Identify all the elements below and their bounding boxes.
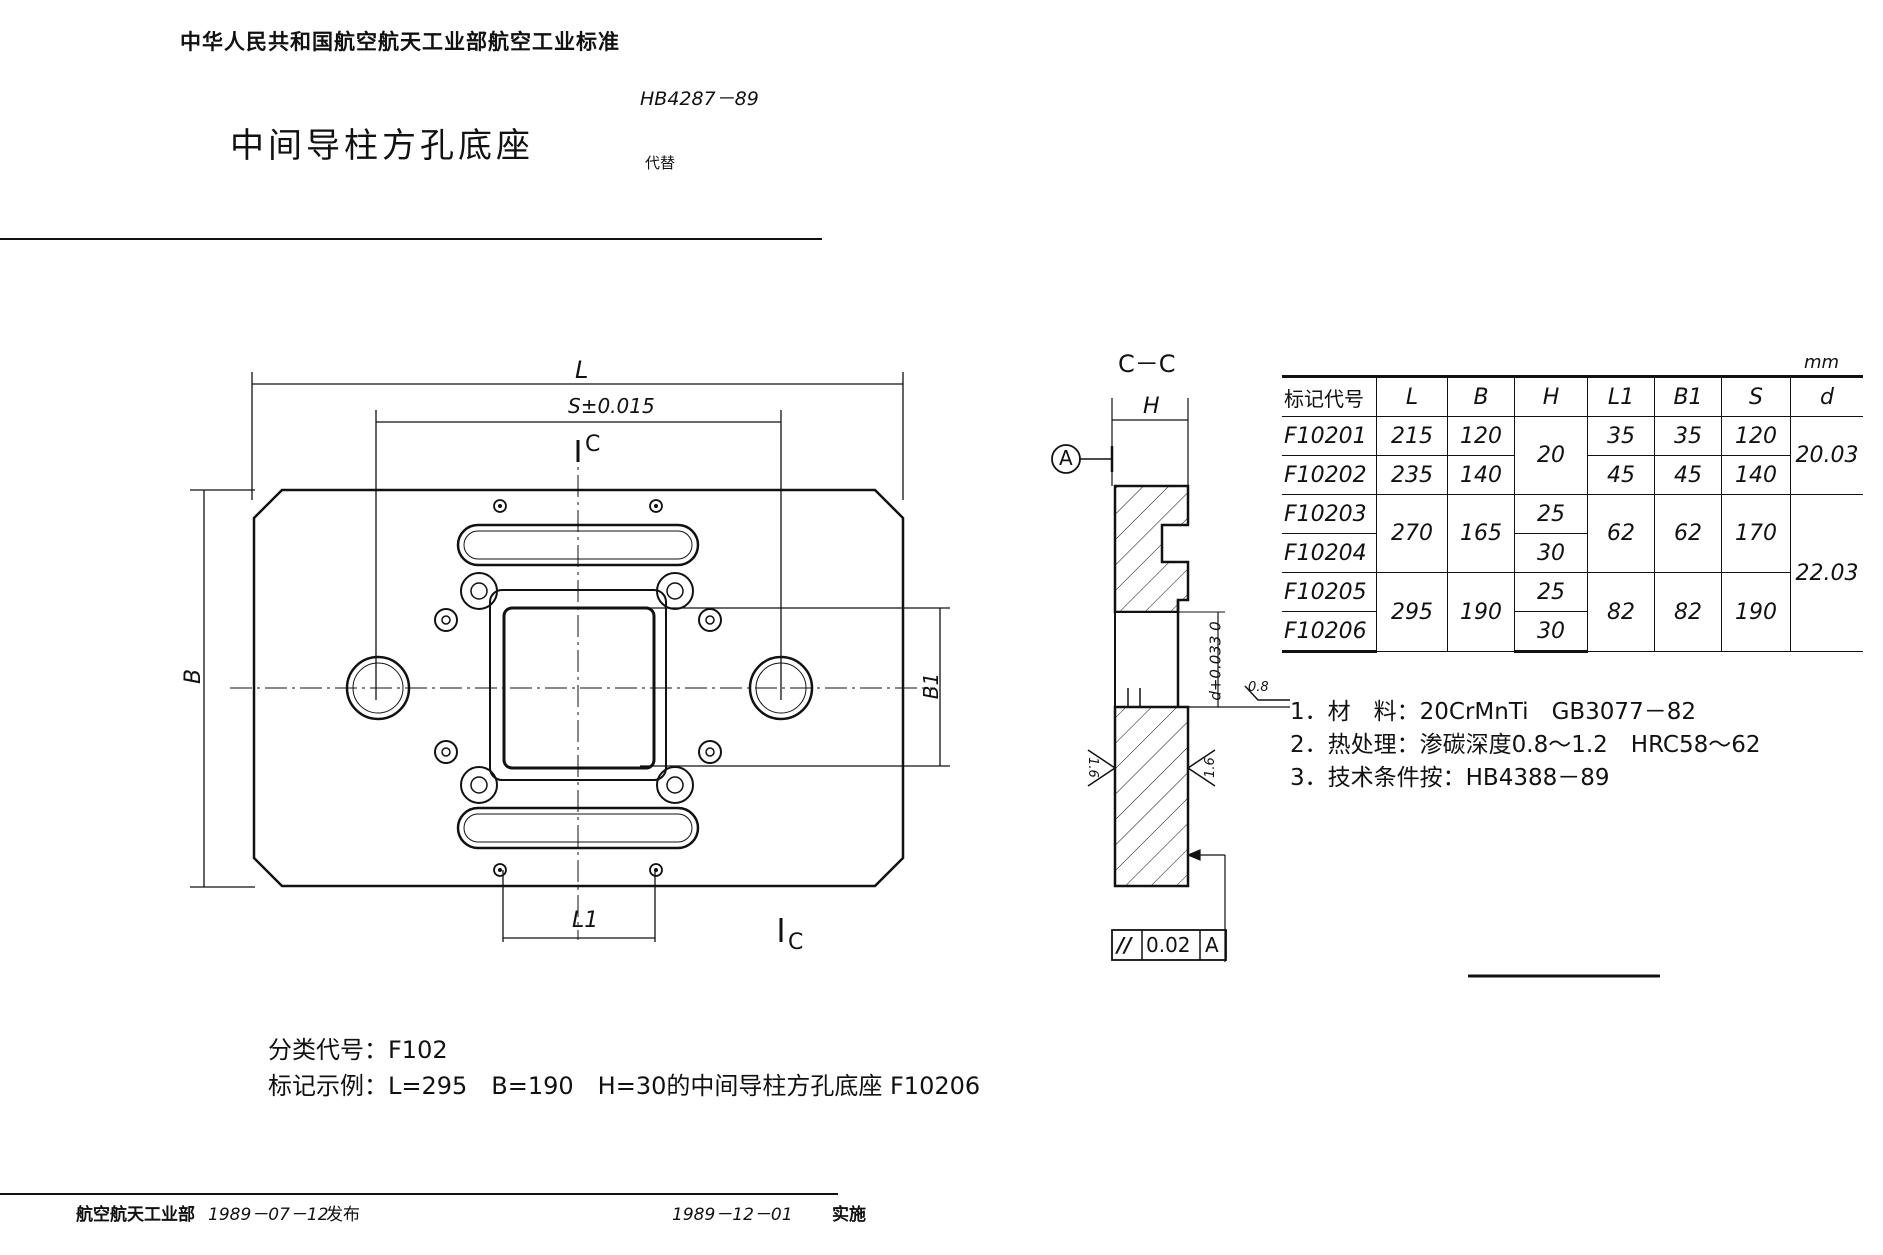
issuer: 航空航天工业部	[76, 1205, 195, 1225]
marking-example: 标记示例：L=295 B=190 H=30的中间导柱方孔底座 F10206	[268, 1072, 981, 1100]
tolerance-datum: A	[1205, 933, 1219, 957]
header-cell: d	[1790, 375, 1863, 417]
document-title: 中间导柱方孔底座	[230, 126, 534, 166]
effective-date: 1989－12－01	[672, 1205, 793, 1225]
code-cell: F10203	[1282, 494, 1377, 534]
note-item: 3．技术条件按：HB4388－89	[1290, 765, 1610, 791]
table-unit: mm	[1804, 352, 1840, 373]
tolerance-value: 0.02	[1146, 933, 1191, 957]
code-cell: F10205	[1282, 572, 1377, 612]
B-cell: 120	[1447, 416, 1515, 456]
table-row: F10205 295 190 25 82 82 190	[1282, 572, 1863, 652]
L-cell: 270	[1376, 494, 1448, 573]
org-standard-title: 中华人民共和国航空航天工业部航空工业标准	[180, 30, 620, 54]
B1-cell: 62	[1654, 494, 1722, 573]
roughness-label-3: 1.6	[1202, 757, 1218, 778]
dim-H-label: H	[1143, 394, 1160, 419]
L1-cell: 45	[1587, 455, 1655, 495]
dim-L1-label: L1	[572, 908, 599, 933]
L-cell: 235	[1376, 455, 1448, 495]
S-cell: 190	[1721, 572, 1791, 652]
code-cell: F10201	[1282, 416, 1377, 456]
S-cell: 120	[1721, 416, 1791, 456]
classification-code: 分类代号：F102	[268, 1036, 448, 1064]
code-cell: F10204	[1282, 533, 1377, 573]
section-mark-bottom: C	[788, 930, 804, 955]
code-cell: F10206	[1282, 611, 1377, 653]
table-row: F10206 30	[1282, 611, 1863, 653]
table-row: F10203 270 165 25 62 62 170 22.03	[1282, 494, 1863, 652]
replaces-label: 代替	[645, 154, 676, 172]
roughness-label-1: 0.8	[1248, 680, 1269, 695]
H-cell: 30	[1514, 611, 1588, 653]
spec-table: 标记代号 L B H L1 B1 S d F10201 215 120 20 3…	[1282, 375, 1863, 653]
header-cell: S	[1721, 375, 1791, 417]
table-row: F10204 30	[1282, 533, 1863, 573]
L1-cell: 82	[1587, 572, 1655, 652]
datum-A-label: A	[1059, 446, 1073, 470]
header-cell: 标记代号	[1282, 375, 1377, 417]
tolerance-symbol: //	[1117, 933, 1132, 957]
section-mark-top: C	[585, 432, 601, 457]
header-cell: B	[1447, 375, 1515, 417]
B-cell: 140	[1447, 455, 1515, 495]
issue-date: 1989－07－12	[208, 1205, 329, 1225]
standard-number: HB4287－89	[640, 88, 759, 110]
S-cell: 170	[1721, 494, 1791, 573]
H-cell: 20	[1514, 416, 1588, 495]
header-rule	[0, 238, 822, 240]
table-row: F10201 215 120 20 35 35 120 20.03	[1282, 416, 1863, 495]
issue-label: 发布	[326, 1205, 360, 1225]
dim-S-label: S±0.015	[568, 394, 655, 418]
L-cell: 295	[1376, 572, 1448, 652]
B-cell: 190	[1447, 572, 1515, 652]
header-cell: L	[1376, 375, 1448, 417]
H-cell: 25	[1514, 572, 1588, 612]
L1-cell: 35	[1587, 416, 1655, 456]
B1-cell: 45	[1654, 455, 1722, 495]
d-cell: 22.03	[1790, 494, 1863, 652]
S-cell: 140	[1721, 455, 1791, 495]
B-cell: 165	[1447, 494, 1515, 573]
B1-cell: 35	[1654, 416, 1722, 456]
header-cell: H	[1514, 375, 1588, 417]
note-item: 1．材 料：20CrMnTi GB3077－82	[1290, 699, 1696, 725]
dim-L-label: L	[575, 356, 589, 384]
table-header-row: 标记代号 L B H L1 B1 S d	[1282, 375, 1863, 417]
B1-cell: 82	[1654, 572, 1722, 652]
technical-notes: 1．材 料：20CrMnTi GB3077－82 2．热处理：渗碳深度0.8～1…	[1290, 696, 1761, 795]
H-cell: 30	[1514, 533, 1588, 573]
effective-label: 实施	[832, 1205, 866, 1225]
roughness-label-2: 1.6	[1084, 757, 1100, 778]
table-row: F10202 235 140 45 45 140	[1282, 455, 1863, 495]
L-cell: 215	[1376, 416, 1448, 456]
note-item: 2．热处理：渗碳深度0.8～1.2 HRC58～62	[1290, 732, 1761, 758]
code-cell: F10202	[1282, 455, 1377, 495]
header-cell: L1	[1587, 375, 1655, 417]
header-cell: B1	[1654, 375, 1722, 417]
d-cell: 20.03	[1790, 416, 1863, 495]
H-cell: 25	[1514, 494, 1588, 534]
footer-rule	[0, 1193, 838, 1195]
dim-d-label: d+0.033 0	[1206, 621, 1225, 701]
section-title: C－C	[1118, 350, 1176, 378]
L1-cell: 62	[1587, 494, 1655, 573]
